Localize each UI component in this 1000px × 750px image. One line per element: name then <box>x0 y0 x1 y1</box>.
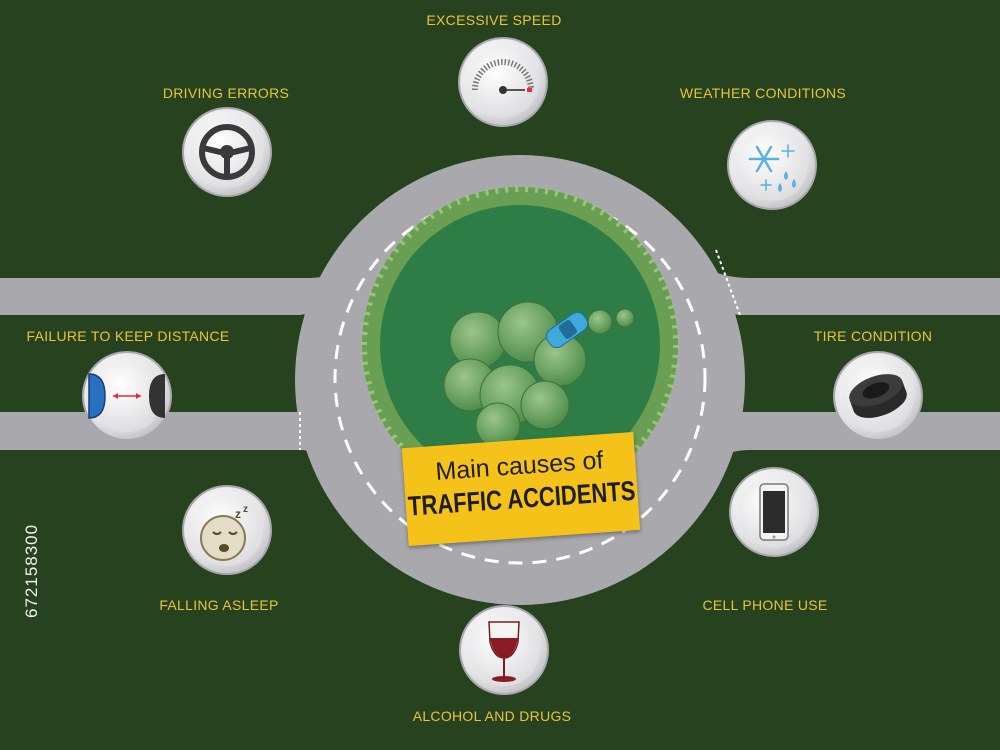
svg-text:z: z <box>235 507 241 521</box>
road-right-upper <box>640 240 1000 315</box>
speedometer-icon <box>458 37 548 127</box>
label-falling-asleep: FALLING ASLEEP <box>159 597 279 613</box>
label-excessive-speed: EXCESSIVE SPEED <box>426 12 562 28</box>
smartphone-icon <box>729 467 819 557</box>
sleeping-face-icon: z z <box>182 485 272 575</box>
label-alcohol-and-drugs: ALCOHOL AND DRUGS <box>412 708 572 724</box>
road-left-upper <box>0 240 380 315</box>
label-weather-conditions: WEATHER CONDITIONS <box>679 85 847 101</box>
wine-glass-icon <box>459 605 549 695</box>
label-cell-phone-use: CELL PHONE USE <box>702 597 828 613</box>
steering-wheel-icon <box>182 107 272 197</box>
car-icon <box>545 311 589 349</box>
label-failure-to-keep-distance: FAILURE TO KEEP DISTANCE <box>26 328 230 344</box>
stock-id-watermark: 672158300 <box>22 523 41 618</box>
roundabout-island <box>361 186 679 504</box>
road-left-lower <box>0 412 380 490</box>
tree-cluster <box>443 301 635 448</box>
label-tire-condition: TIRE CONDITION <box>813 328 933 344</box>
car-distance-icon <box>82 351 172 441</box>
svg-text:z: z <box>243 504 248 515</box>
tire-icon <box>833 351 923 441</box>
title-badge: Main causes of TRAFFIC ACCIDENTS <box>401 432 641 546</box>
label-driving-errors: DRIVING ERRORS <box>162 85 290 101</box>
bush-ring-dots <box>361 186 679 504</box>
snowflake-rain-icon <box>727 120 817 210</box>
